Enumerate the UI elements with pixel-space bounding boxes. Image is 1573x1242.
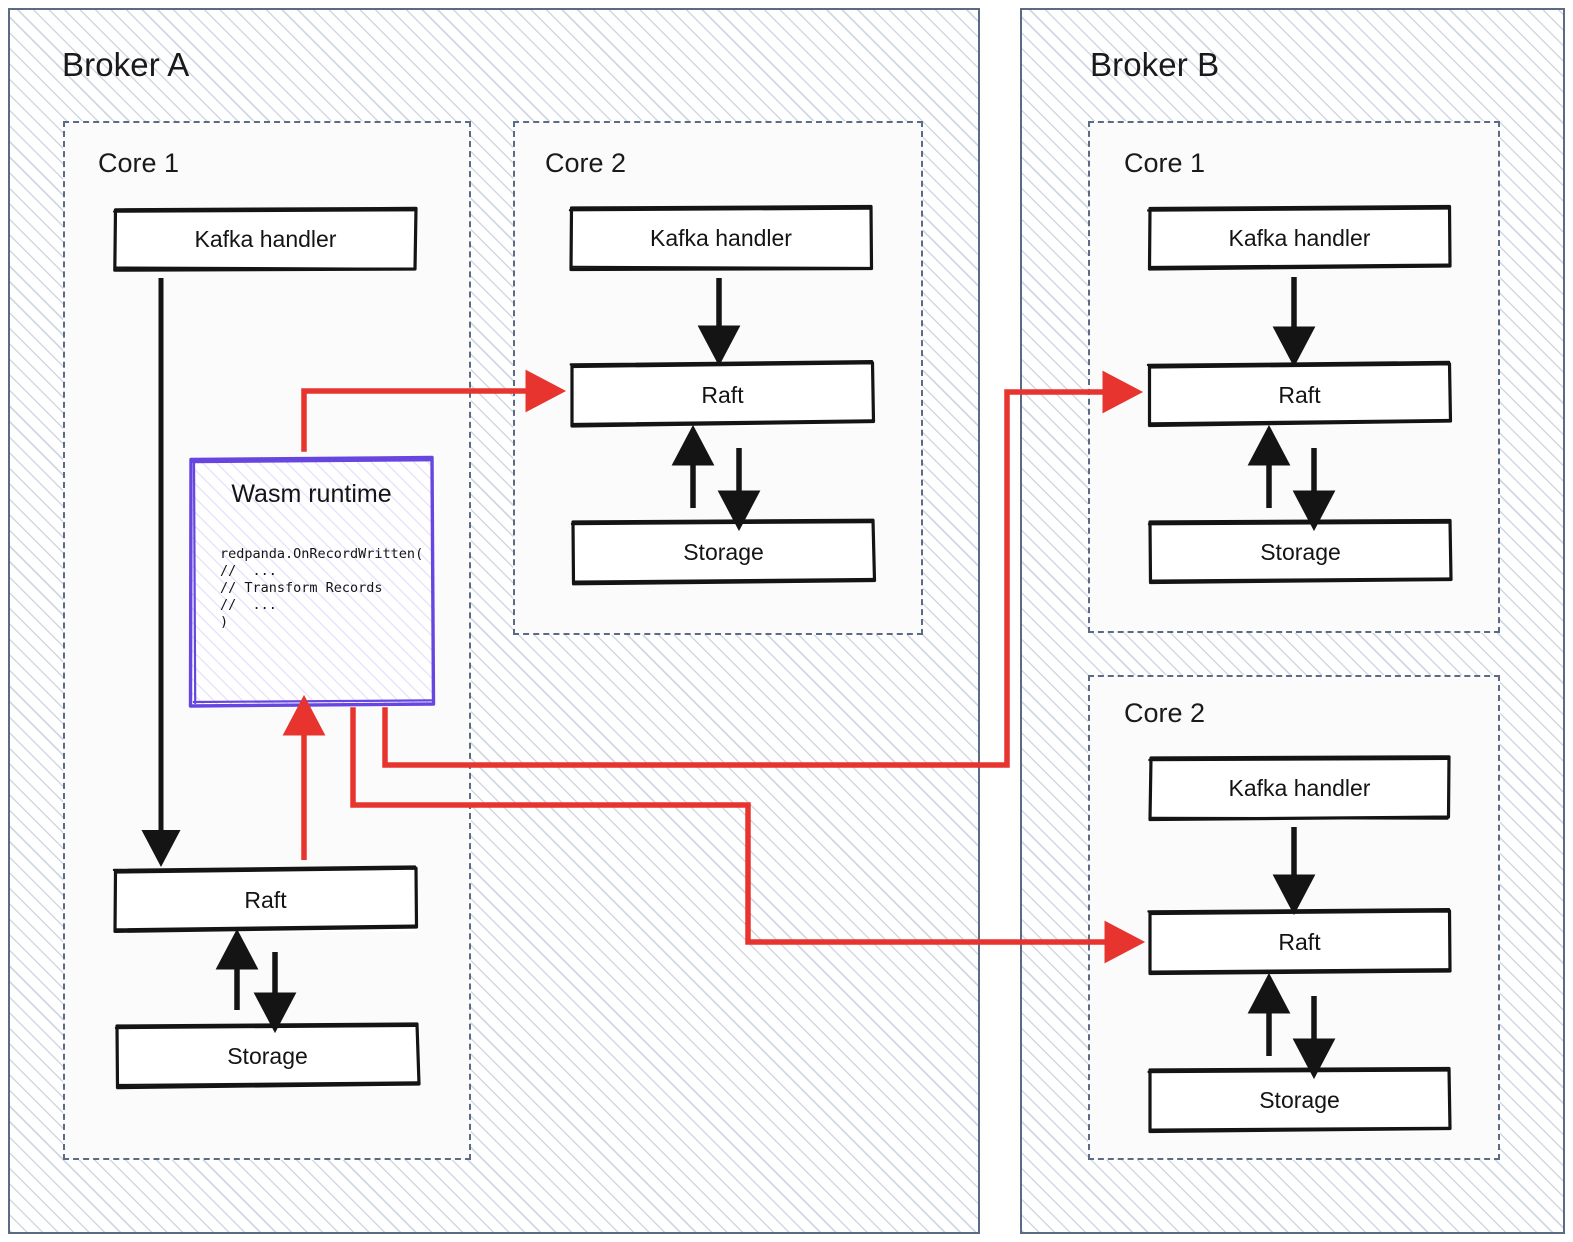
sketch-border (568, 204, 874, 272)
broker-b-core-2-title: Core 2 (1124, 698, 1206, 728)
broker-a-core-1-wasm-runtime[interactable]: Wasm runtime redpanda.OnRecordWritten( /… (188, 455, 436, 708)
broker-a-core-2-raft[interactable]: Raft (569, 360, 876, 428)
wasm-runtime-code: redpanda.OnRecordWritten( // ... // Tran… (220, 546, 424, 630)
node-label: Kafka handler (194, 225, 337, 252)
wasm-runtime-title: Wasm runtime (231, 480, 392, 508)
node-label: Storage (1259, 1087, 1340, 1113)
broker-a-core-1-storage[interactable]: Storage (114, 1022, 421, 1090)
broker-b-core-2-kafka-handler[interactable]: Kafka handler (1148, 755, 1451, 822)
broker-a-core-1-raft[interactable]: Raft (112, 865, 419, 933)
sketch-border (1147, 204, 1452, 271)
broker-b-core-1-title: Core 1 (1124, 148, 1206, 178)
broker-a-core-1-kafka-handler[interactable]: Kafka handler (113, 206, 418, 272)
broker-b-core-2-storage[interactable]: Storage (1147, 1066, 1452, 1134)
node-label: Kafka handler (650, 225, 792, 251)
broker-a-title: Broker A (62, 46, 190, 83)
node-label: Kafka handler (1228, 224, 1371, 251)
broker-a-core-2-storage[interactable]: Storage (570, 518, 877, 586)
broker-b-core-1-raft[interactable]: Raft (1146, 360, 1453, 428)
broker-b-core-1-storage[interactable]: Storage (1147, 518, 1453, 585)
broker-a-core-2-kafka-handler[interactable]: Kafka handler (568, 204, 874, 272)
node-label: Storage (227, 1042, 308, 1069)
node-label: Storage (683, 539, 764, 565)
node-label: Raft (244, 886, 287, 913)
broker-b-core-1-kafka-handler[interactable]: Kafka handler (1147, 204, 1452, 271)
node-label: Storage (1260, 538, 1341, 565)
node-label: Raft (701, 381, 744, 408)
broker-b-core-2-raft[interactable]: Raft (1147, 908, 1452, 976)
broker-a-core-2-title: Core 2 (545, 148, 627, 178)
broker-a-core-1-title: Core 1 (98, 148, 180, 178)
node-label: Kafka handler (1228, 774, 1371, 801)
broker-b-title: Broker B (1090, 46, 1220, 83)
node-label: Raft (1278, 381, 1321, 408)
node-label: Raft (1278, 929, 1321, 955)
sketch-border (113, 206, 418, 272)
sketch-border (1148, 755, 1451, 822)
